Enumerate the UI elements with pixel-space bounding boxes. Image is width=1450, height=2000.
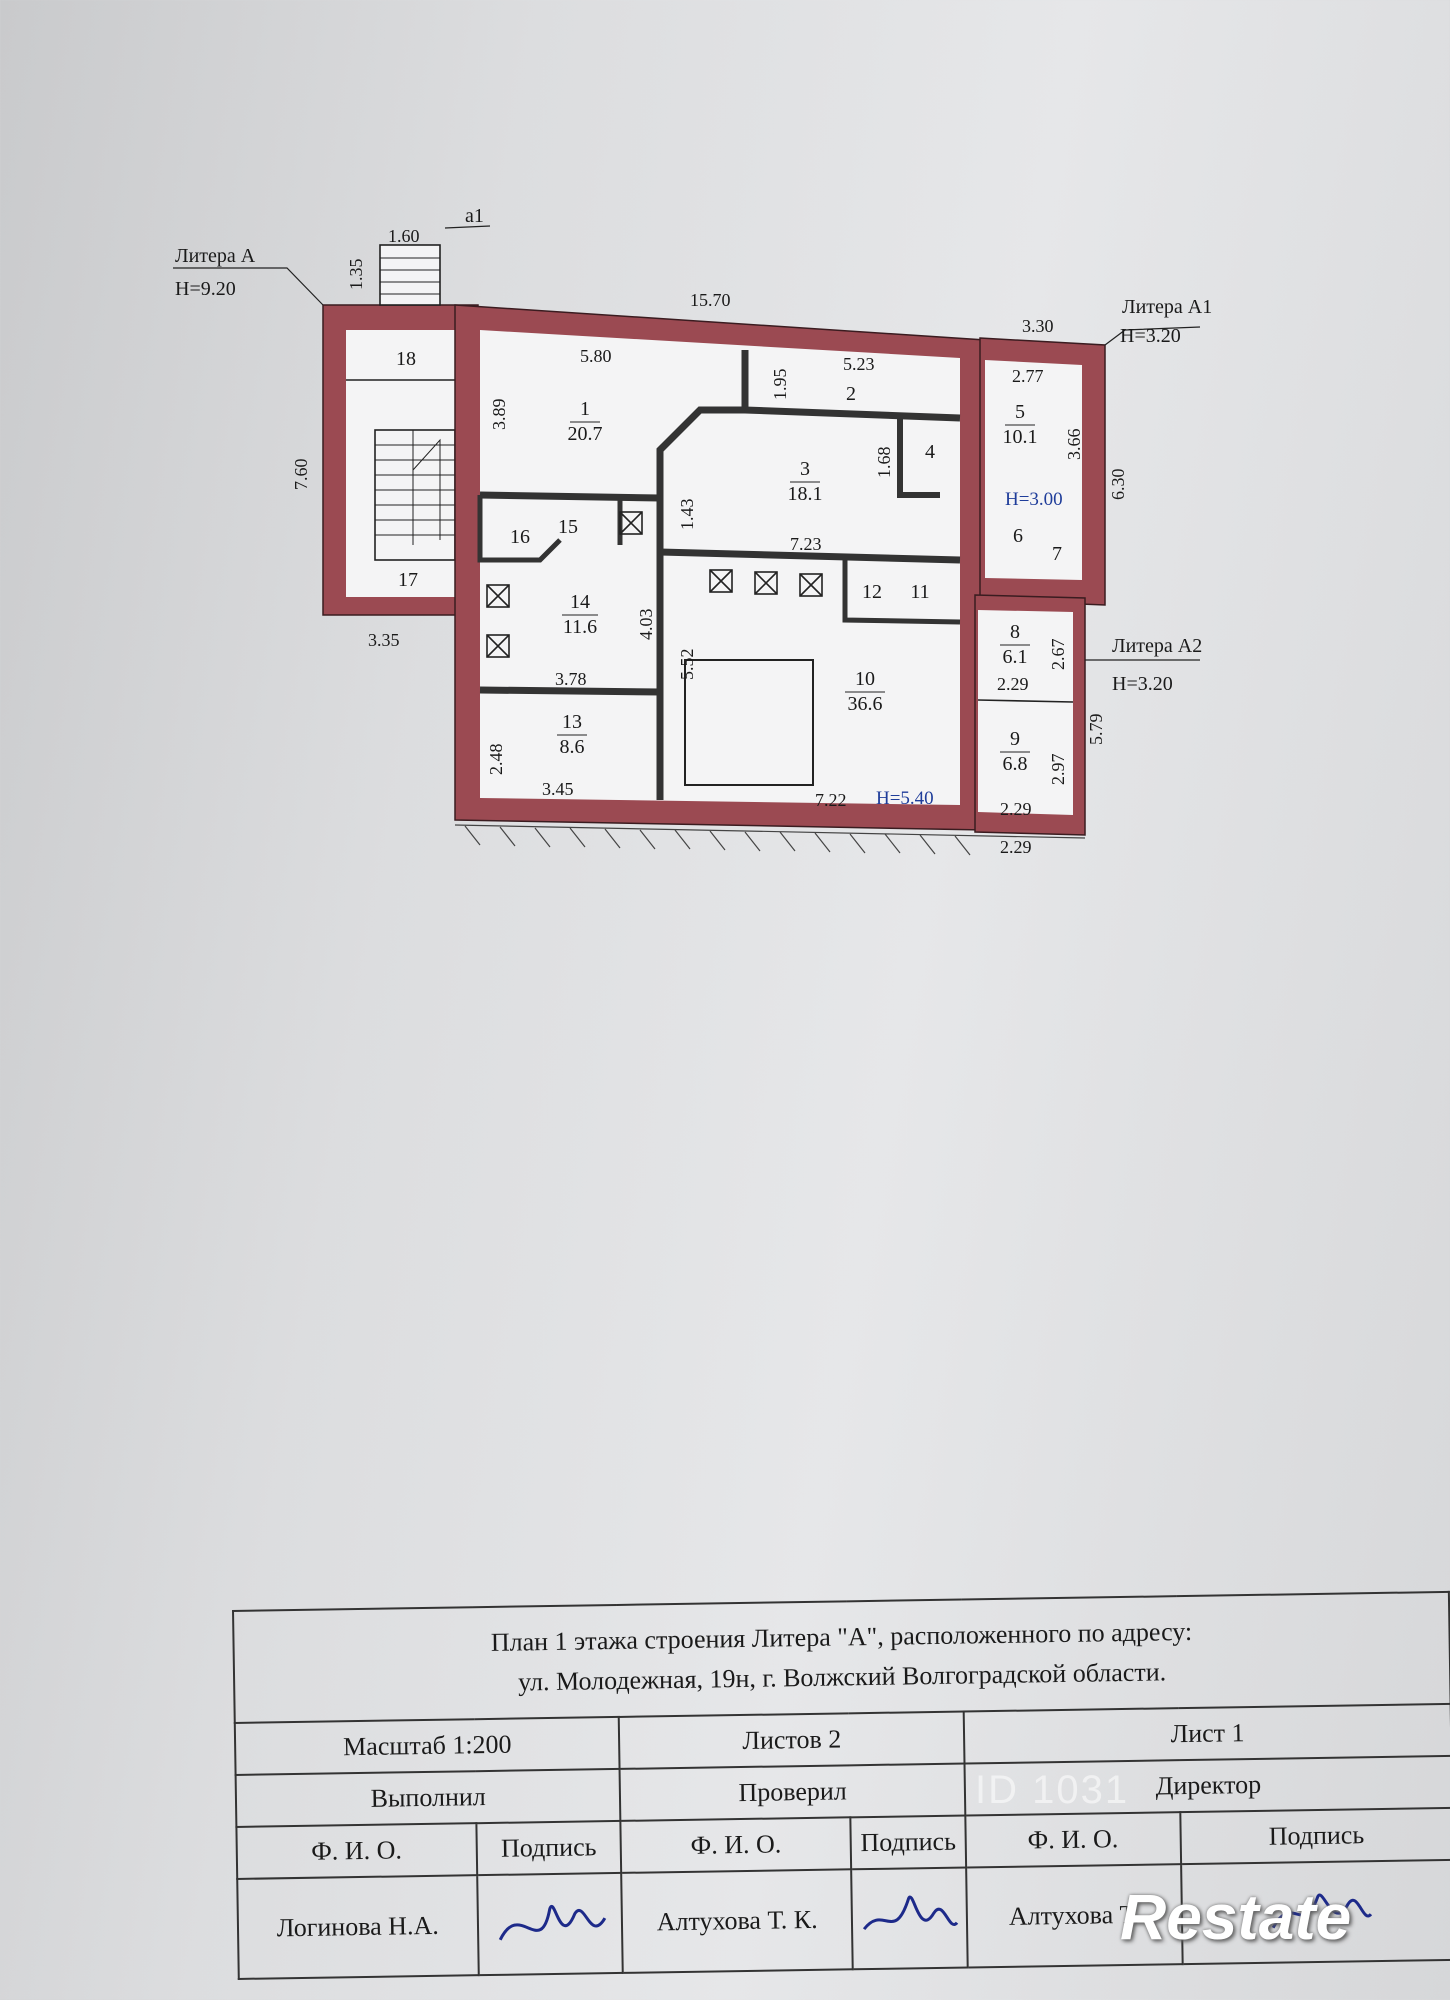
staircase-icon [374, 429, 456, 561]
ground-hatching [454, 824, 1086, 856]
dim-room3-h: 1.68 [874, 447, 894, 479]
height-room10: H=5.40 [876, 788, 934, 809]
room-10-inner-square [684, 659, 814, 786]
dim-room14-gap: 1.43 [677, 499, 697, 531]
room-3-area: 18.1 [788, 483, 823, 505]
room-15-num: 15 [558, 516, 578, 538]
room-12-num: 12 [862, 581, 882, 603]
floor-plan: Литера А H=9.20 a1 Литера А1 H=3.20 Лите… [173, 205, 1212, 857]
room-1-area: 20.7 [568, 423, 603, 445]
dimension-labels: 1.60 1.35 15.70 5.80 5.23 3.30 2.77 7.60… [291, 226, 1128, 857]
checker-signature-label: Подпись [850, 1815, 967, 1870]
checked-label: Проверил [619, 1763, 966, 1821]
dim-room10-h: 5.52 [677, 649, 697, 681]
dim-room9-h: 2.97 [1048, 754, 1068, 786]
dim-a1-inner: 2.77 [1012, 366, 1044, 386]
checker-signature [851, 1867, 968, 1970]
performed-label: Выполнил [235, 1768, 621, 1827]
watermark-id: ID 1031 [975, 1768, 1130, 1812]
dim-room8-h: 2.67 [1048, 639, 1068, 671]
scale-cell: Масштаб 1:200 [234, 1716, 620, 1775]
stair-block-interior [346, 330, 458, 597]
room-8-area: 6.1 [1003, 646, 1028, 668]
sheet-number-cell: Лист 1 [963, 1703, 1450, 1764]
dim-room14-h: 4.03 [636, 609, 656, 641]
litera-a2-label: Литера А2 [1112, 635, 1202, 657]
height-a1-inner: H=3.00 [1005, 489, 1063, 510]
room-18-num: 18 [396, 348, 416, 370]
room-2-num: 2 [846, 383, 856, 405]
performer-name: Логинова Н.А. [237, 1875, 479, 1979]
room-5-area: 10.1 [1003, 426, 1038, 448]
performer-signature [476, 1873, 624, 1976]
room-8-num: 8 [1010, 621, 1020, 643]
performer-signature-label: Подпись [475, 1820, 622, 1876]
performer-fio-label: Ф. И. О. [236, 1823, 477, 1880]
dim-a2-side: 5.79 [1086, 714, 1106, 746]
litera-a-height: H=9.20 [175, 278, 236, 300]
dim-left-stair: 7.60 [291, 459, 311, 491]
checker-name: Алтухова Т. К. [621, 1869, 853, 1973]
room-13-num: 13 [562, 711, 582, 733]
room-7-num: 7 [1052, 543, 1062, 565]
room-labels: 18 17 1 20.7 2 3 18.1 4 5 10.1 6 7 8 6.1… [396, 348, 1062, 775]
room-16-num: 16 [510, 526, 530, 548]
room-3-num: 3 [800, 458, 810, 480]
restate-logo: Restate [1120, 1881, 1352, 1953]
sheets-total-cell: Листов 2 [619, 1711, 965, 1769]
dim-a2-bottom: 2.29 [1000, 837, 1032, 857]
room-6-num: 6 [1013, 525, 1023, 547]
dim-room10-w: 7.22 [815, 790, 847, 810]
dim-top-total: 15.70 [690, 290, 731, 310]
dim-room13-h: 2.48 [486, 744, 506, 776]
director-signature-label: Подпись [1179, 1807, 1450, 1865]
room-4-num: 4 [925, 441, 935, 463]
room-10-num: 10 [855, 668, 875, 690]
dim-bottom-stair: 3.35 [368, 630, 400, 650]
room-14-area: 11.6 [563, 616, 597, 638]
room-9-num: 9 [1010, 728, 1020, 750]
room-13-area: 8.6 [560, 736, 585, 758]
room-17-num: 17 [398, 569, 418, 591]
dim-room5-h: 3.66 [1064, 429, 1084, 461]
dim-top-room1: 5.80 [580, 346, 612, 366]
interior-walls [477, 350, 961, 800]
room-9-area: 6.8 [1003, 753, 1028, 775]
dim-a1-side: 6.30 [1108, 469, 1128, 501]
vent-shaft-icons [486, 511, 823, 658]
litera-a1-height: H=3.20 [1120, 325, 1181, 347]
dim-room13-w: 3.45 [542, 779, 574, 799]
signature-checker-icon [863, 1895, 959, 1931]
porch-label: a1 [465, 205, 484, 227]
litera-a-label: Литера А [175, 245, 256, 267]
dim-a1-top: 3.30 [1022, 316, 1054, 336]
dim-porch-depth: 1.35 [346, 259, 366, 291]
room-5-num: 5 [1015, 401, 1025, 423]
dim-room14-w: 3.78 [555, 669, 587, 689]
room-11-num: 11 [910, 581, 929, 603]
director-signature [1180, 1860, 1450, 1965]
title-cell: План 1 этажа строения Литера "А", распол… [233, 1591, 1450, 1723]
porch-a1 [379, 244, 441, 306]
signature-performer-icon [498, 1905, 607, 1941]
dim-room1-height: 3.89 [489, 399, 509, 431]
signature-director-icon [1271, 1893, 1372, 1929]
dim-porch-width: 1.60 [388, 226, 420, 246]
dim-top-room2: 5.23 [843, 354, 875, 374]
litera-a2-height: H=3.20 [1112, 673, 1173, 695]
dim-corridor-height: 1.95 [770, 369, 790, 401]
dim-room9-w: 2.29 [1000, 799, 1032, 819]
room-10-area: 36.6 [848, 693, 883, 715]
dim-room3-bottom: 7.23 [790, 534, 822, 554]
title-block-table: План 1 этажа строения Литера "А", распол… [232, 1591, 1450, 1980]
room-1-num: 1 [580, 398, 590, 420]
room-14-num: 14 [570, 591, 590, 613]
checker-fio-label: Ф. И. О. [620, 1817, 852, 1874]
dim-room8-w: 2.29 [997, 674, 1029, 694]
litera-a1-label: Литера А1 [1122, 296, 1212, 318]
director-fio-label: Ф. И. О. [965, 1812, 1181, 1868]
